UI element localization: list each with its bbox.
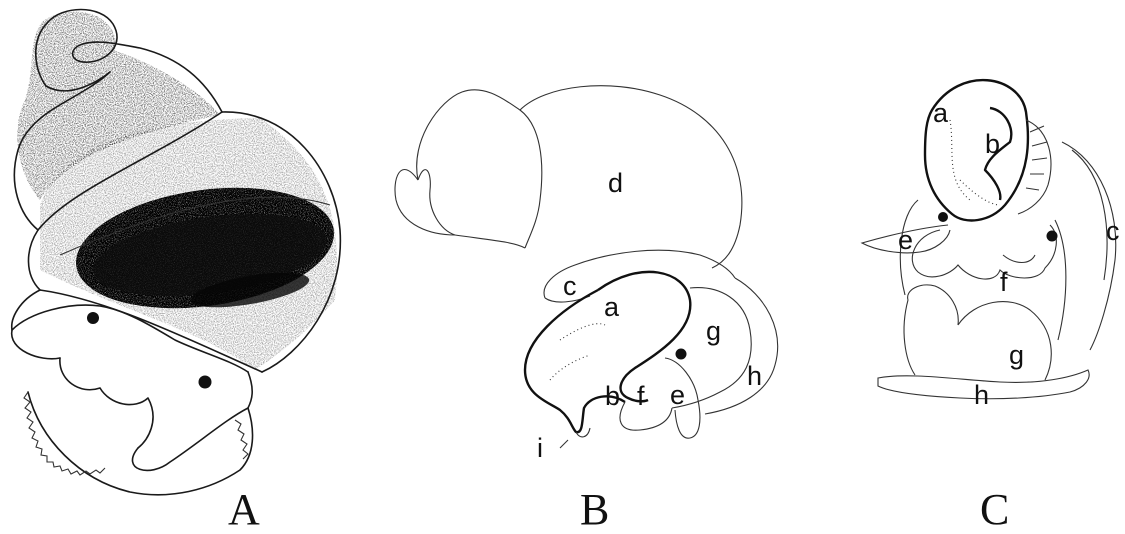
- label-b-b: b: [605, 381, 620, 411]
- label-c-g: g: [1009, 340, 1024, 370]
- label-b-h: h: [747, 361, 762, 391]
- panel-b: d c a g h b f e i B: [395, 86, 778, 534]
- panel-letter-b: B: [580, 485, 609, 534]
- label-b-c: c: [563, 271, 577, 301]
- label-b-a: a: [604, 292, 620, 322]
- panel-letter-c: C: [980, 485, 1009, 534]
- label-c-c: c: [1106, 216, 1120, 246]
- label-b-g: g: [706, 316, 721, 346]
- label-b-d: d: [608, 168, 623, 198]
- panel-letter-a: A: [228, 485, 260, 534]
- panel-c: a b e c f g h C: [862, 80, 1120, 534]
- organism-b-outline: [395, 86, 778, 448]
- stipple-texture: [0, 0, 350, 420]
- label-c-e: e: [898, 225, 913, 255]
- label-c-a: a: [933, 98, 949, 128]
- labels-b: d c a g h b f e i: [537, 168, 762, 463]
- label-b-i: i: [537, 433, 543, 463]
- label-c-h: h: [974, 380, 989, 410]
- labels-c: a b e c f g h: [898, 98, 1120, 410]
- label-b-e: e: [670, 380, 685, 410]
- label-c-f: f: [1000, 267, 1008, 297]
- label-c-b: b: [985, 129, 1000, 159]
- label-b-f: f: [637, 381, 645, 411]
- panel-a: A: [0, 0, 350, 534]
